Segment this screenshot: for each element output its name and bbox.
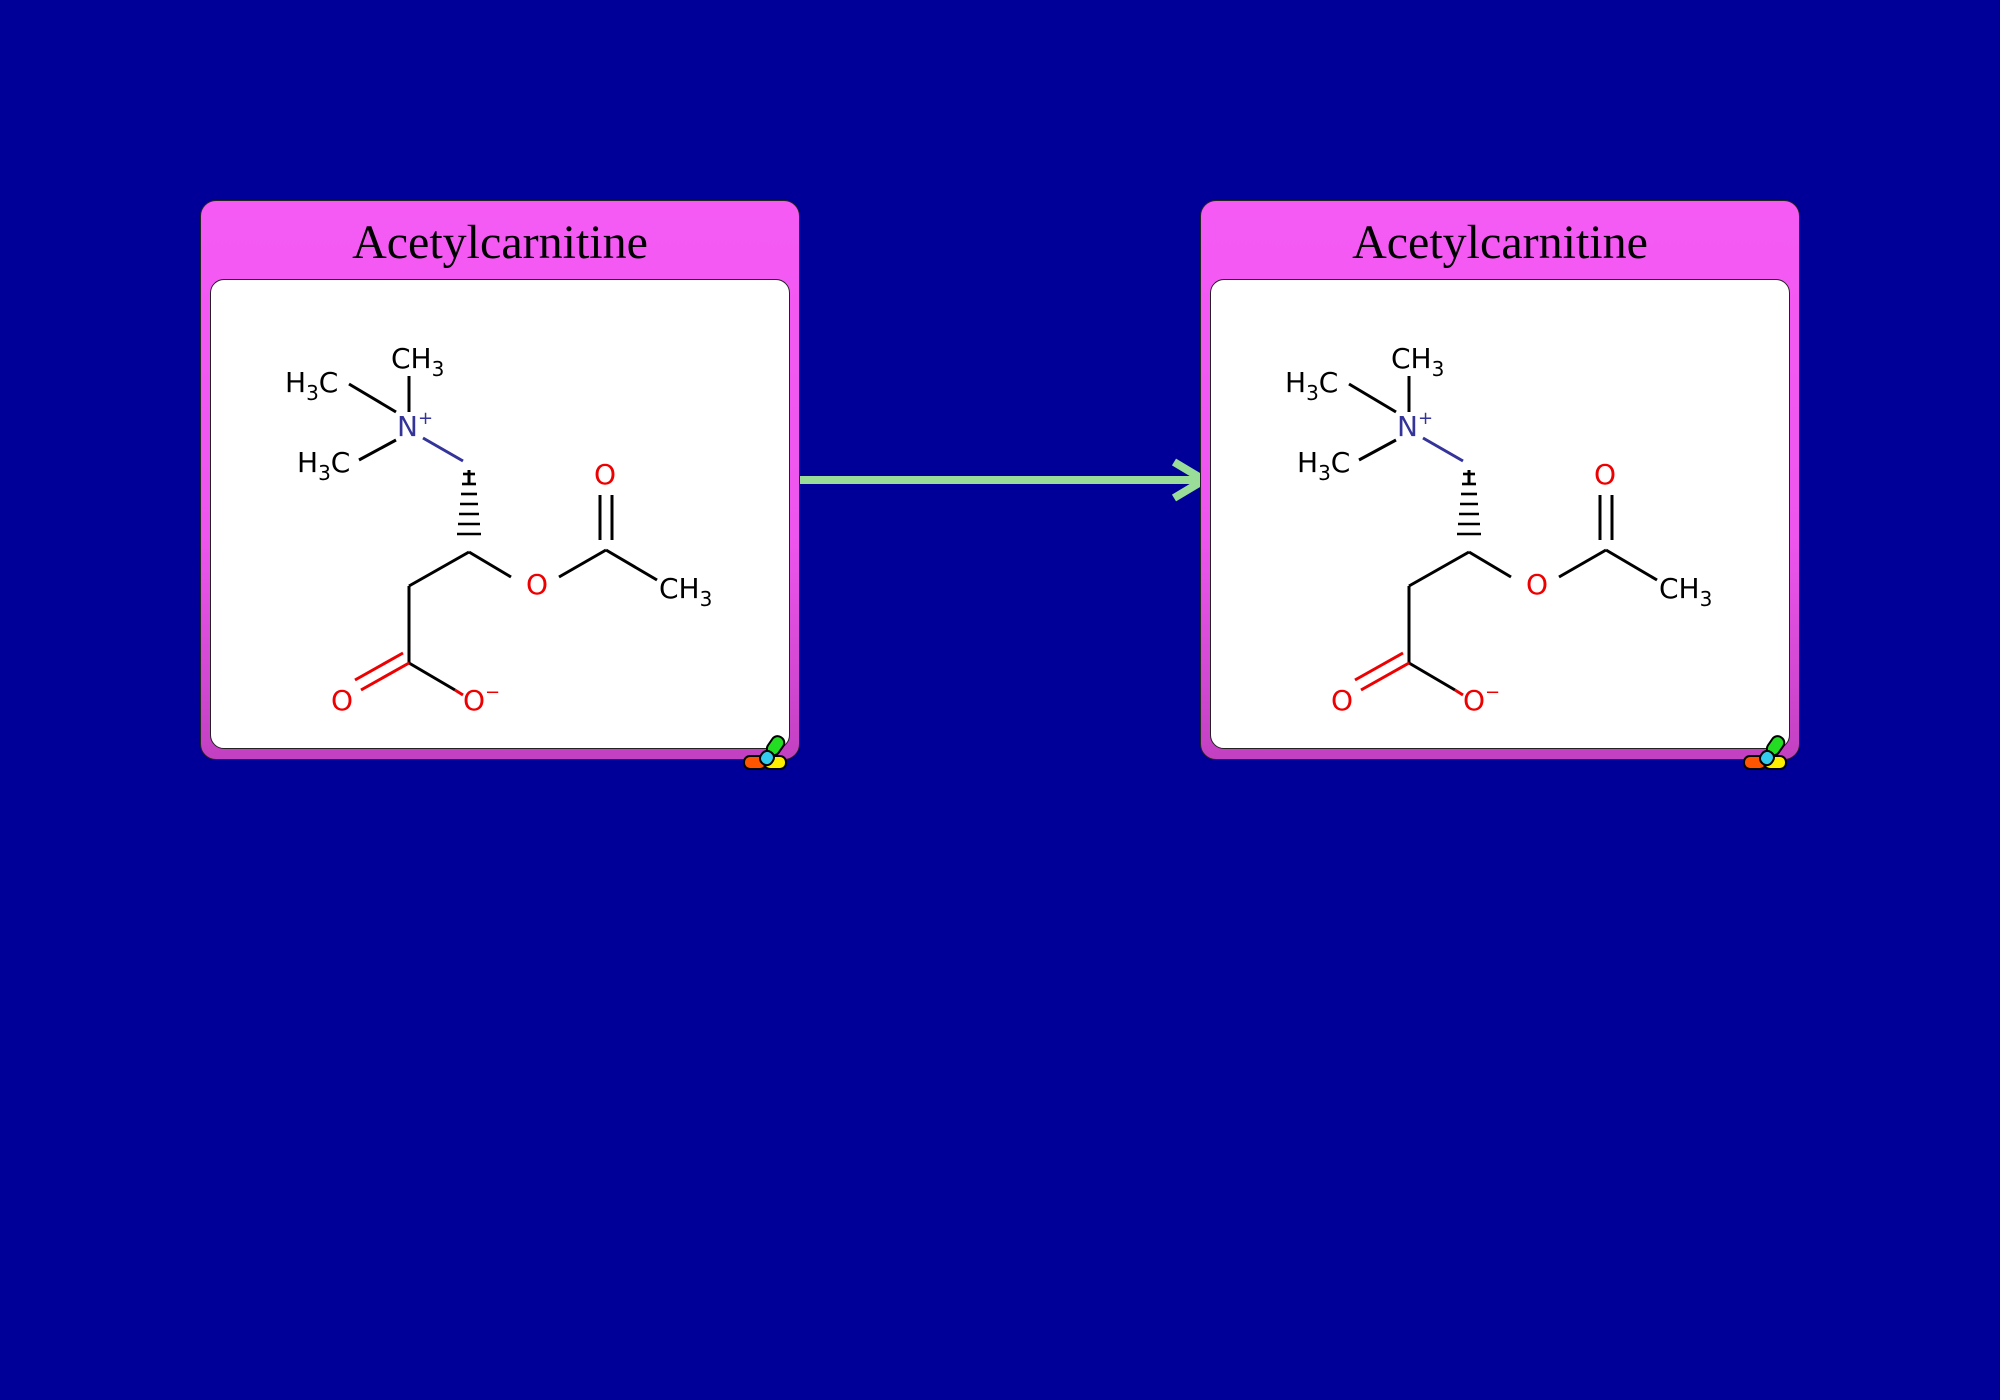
svg-text:O: O — [331, 684, 353, 717]
reaction-arrow[interactable] — [800, 450, 1220, 510]
svg-text:O: O — [1594, 458, 1616, 491]
svg-text:O: O — [526, 568, 548, 601]
svg-text:H3C: H3C — [285, 366, 338, 405]
svg-text:O: O — [1331, 684, 1353, 717]
pill-icon — [743, 735, 787, 770]
svg-text:CH3: CH3 — [659, 572, 712, 611]
svg-text:H3C: H3C — [297, 446, 350, 485]
structure-panel: CH3 H3C H3C N+ O O CH3 O O− — [210, 279, 790, 749]
svg-text:O−: O− — [463, 682, 500, 717]
svg-text:N+: N+ — [1397, 408, 1433, 443]
svg-text:N+: N+ — [397, 408, 433, 443]
svg-text:O: O — [594, 458, 616, 491]
pill-icon — [1743, 735, 1787, 770]
svg-text:CH3: CH3 — [1659, 572, 1712, 611]
structure-panel: CH3 H3C H3C N+ O O CH3 O O− — [1210, 279, 1790, 749]
molecule-structure: CH3 H3C H3C N+ O O CH3 O O− — [1285, 342, 1712, 717]
svg-text:O−: O− — [1463, 682, 1500, 717]
node-title: Acetylcarnitine — [352, 216, 648, 269]
svg-text:CH3: CH3 — [1391, 342, 1444, 381]
svg-text:O: O — [1526, 568, 1548, 601]
metabolite-node-acetylcarnitine-2[interactable]: Acetylcarnitine — [1200, 200, 1800, 760]
svg-text:H3C: H3C — [1285, 366, 1338, 405]
svg-text:H3C: H3C — [1297, 446, 1350, 485]
molecule-structure: CH3 H3C H3C N+ O O CH3 O O− — [285, 342, 712, 717]
svg-text:CH3: CH3 — [391, 342, 444, 381]
node-title: Acetylcarnitine — [1352, 216, 1648, 269]
metabolite-node-acetylcarnitine-1[interactable]: Acetylcarnitine — [200, 200, 800, 760]
